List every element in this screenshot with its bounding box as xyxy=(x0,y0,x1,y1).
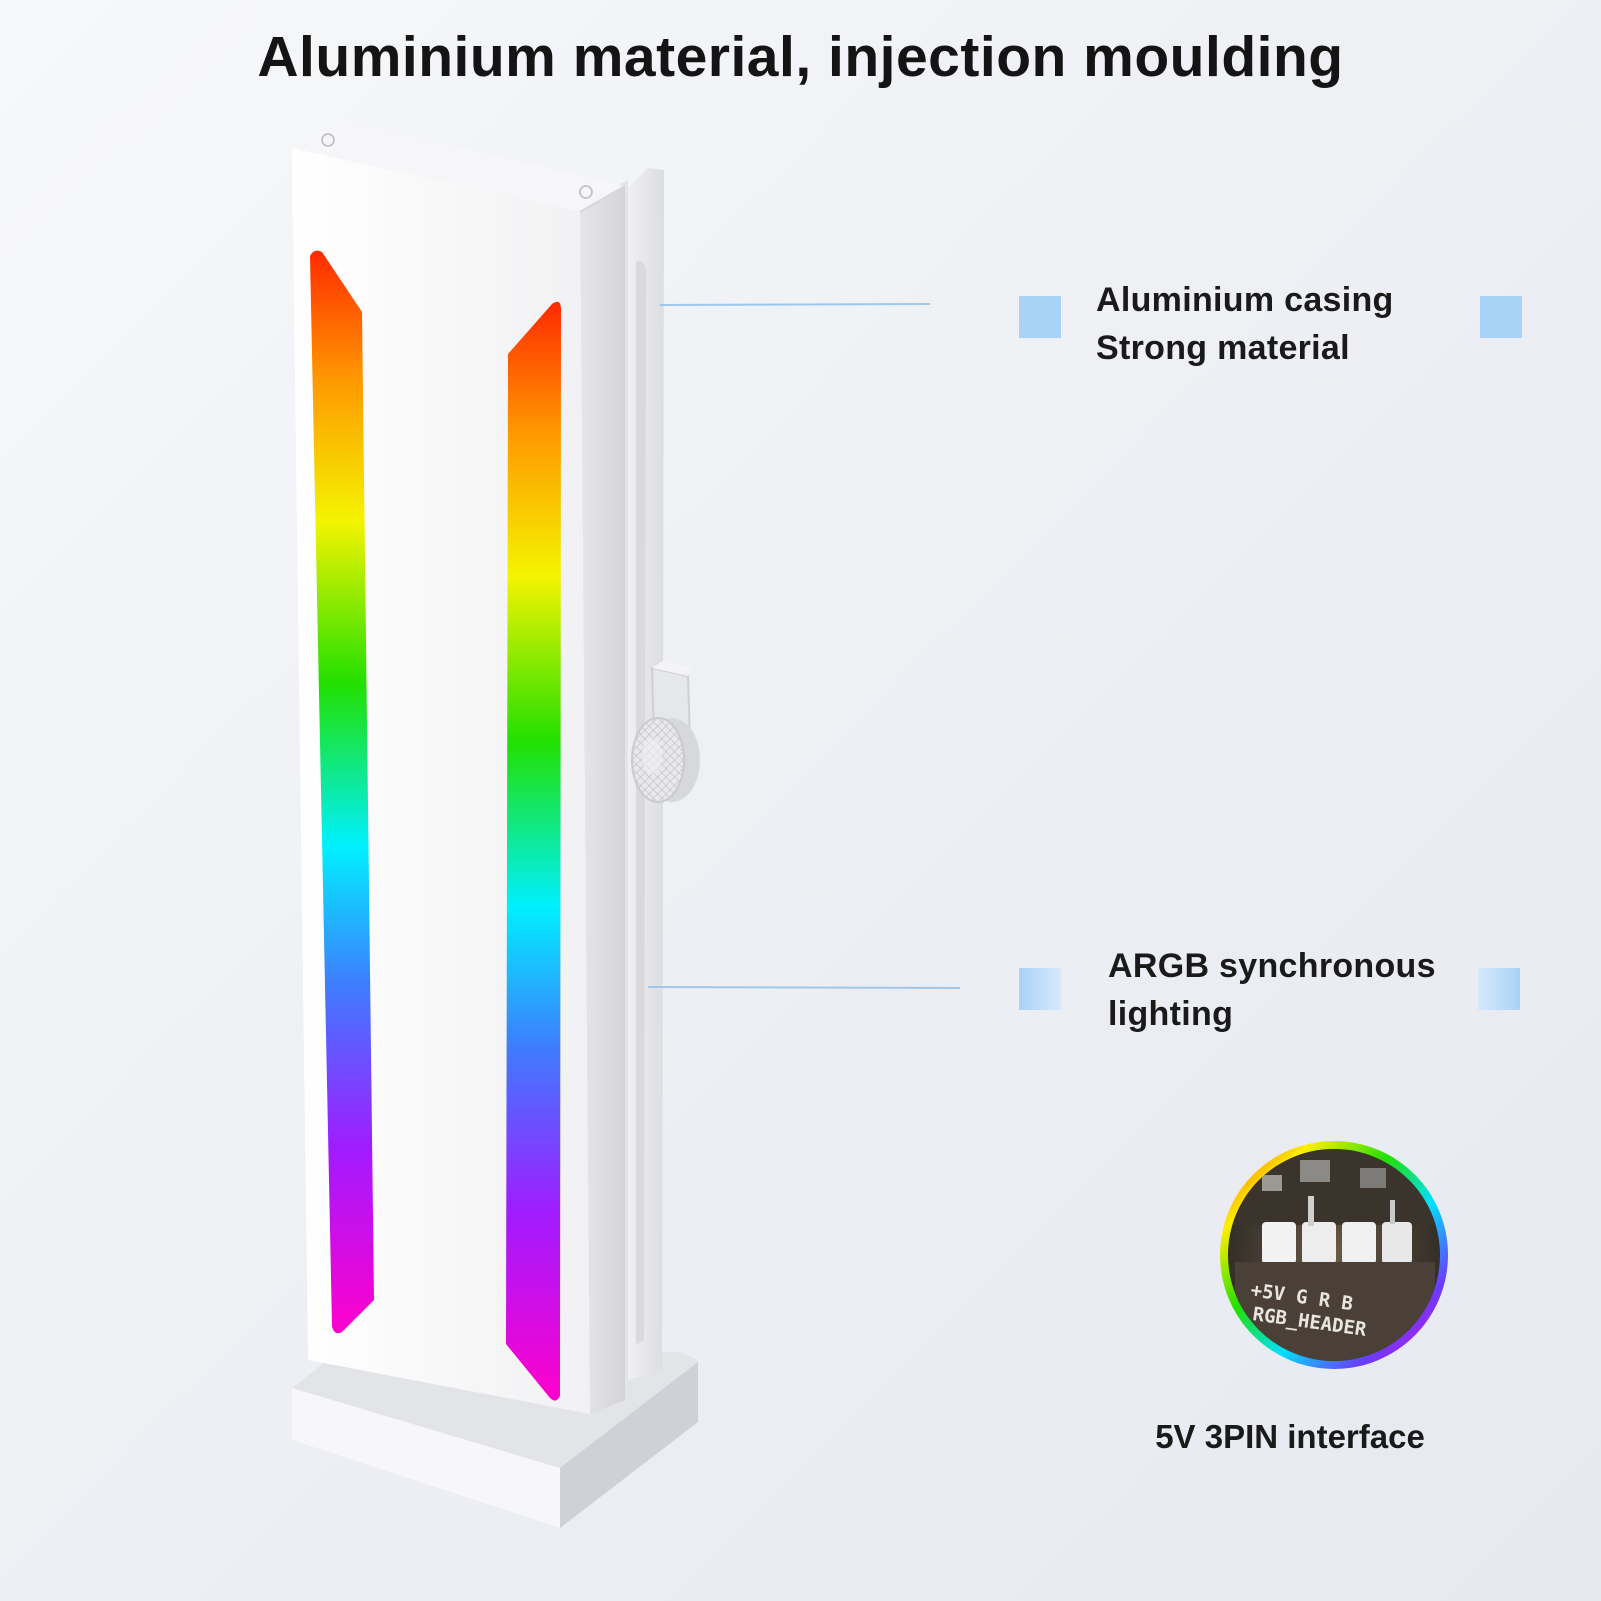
thumbscrew-icon xyxy=(631,717,700,803)
argb-light-strip-right xyxy=(506,301,561,1401)
screw-icon xyxy=(321,133,593,199)
callout-marker-left xyxy=(1019,296,1061,338)
callout-argb-lighting: ARGB synchronous lighting xyxy=(1108,942,1436,1038)
callout-line: Strong material xyxy=(1096,329,1350,367)
connector-caption: 5V 3PIN interface xyxy=(1155,1418,1425,1455)
callout-marker-right xyxy=(1478,968,1520,1010)
callout-marker-right xyxy=(1480,296,1522,338)
callout-line: Aluminium casing xyxy=(1096,281,1394,319)
leader-line-casing xyxy=(659,303,931,306)
leader-line-lighting xyxy=(647,986,961,989)
rgb-header-icon: +5V G R B RGB_HEADER xyxy=(1220,1141,1448,1369)
callout-line: ARGB synchronous xyxy=(1108,947,1436,985)
argb-light-strip-left xyxy=(310,250,374,1334)
callout-marker-left xyxy=(1019,968,1061,1010)
callout-line: lighting xyxy=(1108,995,1234,1033)
callout-aluminium-casing: Aluminium casing Strong material xyxy=(1096,276,1394,372)
page-title: Aluminium material, injection moulding xyxy=(257,25,1344,89)
